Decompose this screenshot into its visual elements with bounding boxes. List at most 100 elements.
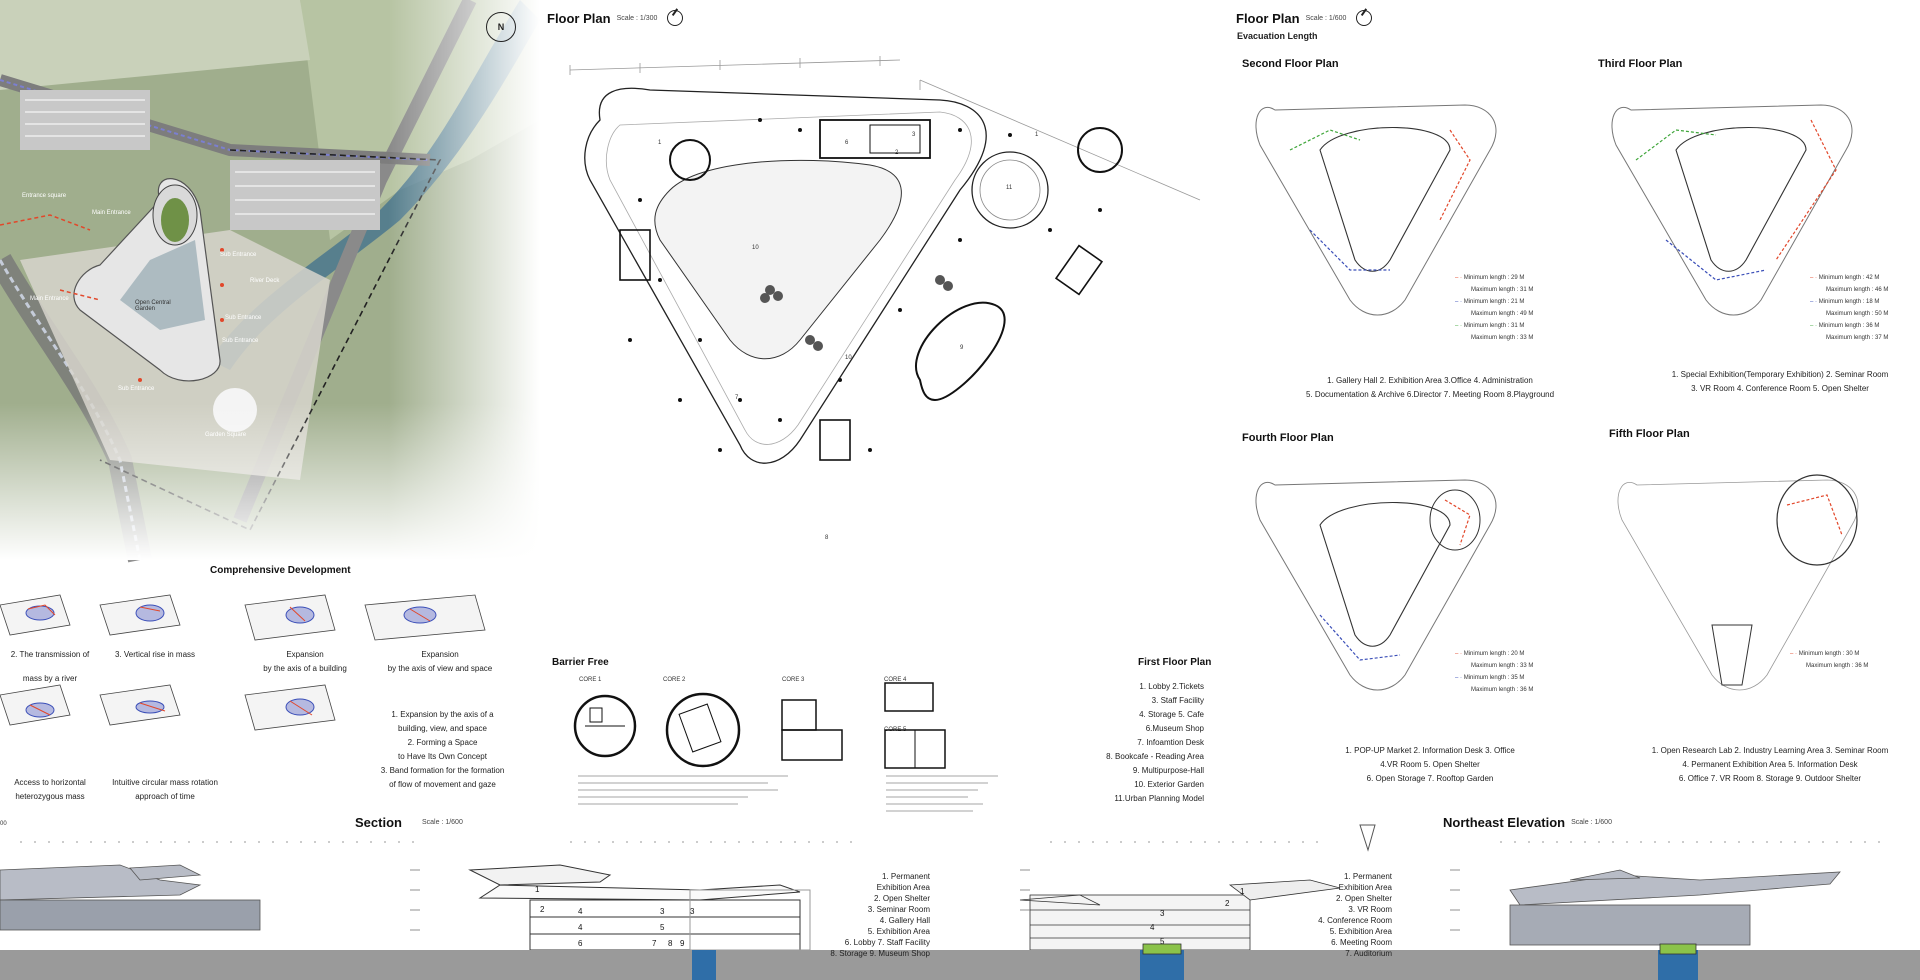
first-floor-legend: 1. Lobby 2.Tickets 3. Staff Facility 4. … xyxy=(1080,680,1204,806)
fifth-floor-drawing xyxy=(1617,474,1859,691)
room-number: 9 xyxy=(960,345,964,351)
caption-line: 1. Expansion by the axis of a xyxy=(391,710,494,719)
room-number: 8 xyxy=(825,535,829,541)
svg-text:4: 4 xyxy=(1150,923,1155,932)
elevation-title: Northeast Elevation xyxy=(1443,815,1566,830)
caption-line: approach of time xyxy=(135,792,195,801)
ground-floor-drawing xyxy=(569,56,1201,464)
section-legend: 1. Permanent Exhibition Area 2. Open She… xyxy=(820,871,930,959)
scale-label: Scale : 1/600 xyxy=(1305,14,1347,22)
legend-item: Maximum length : 37 M xyxy=(1826,335,1889,341)
legend-item: Maximum length : 36 M xyxy=(1471,687,1534,693)
legend-item: 5. Exhibition Area xyxy=(1329,927,1392,936)
svg-text:7: 7 xyxy=(652,939,657,948)
room-number: 10 xyxy=(845,355,852,361)
third-floor-caption: 1. Special Exhibition(Temporary Exhibiti… xyxy=(1640,368,1920,396)
caption-line: 1. Open Research Lab 2. Industry Learnin… xyxy=(1651,746,1889,755)
legend-item: 7. Infoamtion Desk xyxy=(1137,738,1204,747)
evac-legend: – · Minimum length : 20 M Maximum length… xyxy=(1455,648,1533,696)
legend-item: 8. Bookcafe - Reading Area xyxy=(1106,752,1204,761)
fourth-floor-caption: 1. POP-UP Market 2. Information Desk 3. … xyxy=(1310,744,1550,786)
caption-line: 5. Documentation & Archive 6.Director 7.… xyxy=(1305,390,1555,399)
legend-item: Minimum length : 36 M xyxy=(1818,323,1880,329)
legend-item: 11.Urban Planning Model xyxy=(1114,794,1204,803)
room-number: 3 xyxy=(912,132,916,138)
svg-text:5: 5 xyxy=(660,923,665,932)
legend-item: 6.Museum Shop xyxy=(1145,724,1204,733)
legend-item: 7. Auditorium xyxy=(1345,949,1392,958)
site-label: Entrance square xyxy=(22,193,67,199)
svg-text:5: 5 xyxy=(1160,937,1165,946)
barrier-free-title: Barrier Free xyxy=(552,657,609,668)
page-title: Floor Plan xyxy=(1236,10,1300,26)
caption-line: 3. VR Room 4. Conference Room 5. Open Sh… xyxy=(1691,384,1869,393)
legend-item: Minimum length : 21 M xyxy=(1463,299,1525,305)
development-caption: Expansion by the axis of view and space xyxy=(380,648,500,676)
fourth-floor-title: Fourth Floor Plan xyxy=(1242,432,1334,444)
core-label: CORE 3 xyxy=(782,677,805,683)
section-left-cut: 00 xyxy=(0,821,7,827)
evacuation-header: Floor Plan Scale : 1/600 xyxy=(1236,10,1373,26)
site-plan: Entrance square Main Entrance Sub Entran… xyxy=(0,0,540,563)
site-plan-graphic xyxy=(0,0,540,563)
evac-legend: – · Minimum length : 29 M Maximum length… xyxy=(1455,272,1533,344)
caption-line: 3. Band formation for the formation xyxy=(380,766,505,775)
evac-legend: – · Minimum length : 42 M Maximum length… xyxy=(1810,272,1888,344)
core-label: CORE 4 xyxy=(884,677,907,683)
development-caption: 2. The transmission of mass by a river xyxy=(0,648,100,686)
legend-item: 1. Lobby 2.Tickets xyxy=(1139,682,1204,691)
evac-legend: – · Minimum length : 30 M Maximum length… xyxy=(1790,648,1868,672)
development-caption: Intuitive circular mass rotation approac… xyxy=(95,776,235,804)
site-label: Sub Entrance xyxy=(222,338,259,344)
fifth-floor-title: Fifth Floor Plan xyxy=(1609,428,1690,440)
scale-label: Scale : 1/600 xyxy=(1571,819,1612,826)
compass-icon xyxy=(1356,10,1373,26)
compass-icon xyxy=(667,10,684,26)
svg-text:9: 9 xyxy=(680,939,685,948)
svg-text:1: 1 xyxy=(1240,887,1245,896)
legend-item: 1. Permanent xyxy=(1343,872,1392,881)
page-title: Floor Plan xyxy=(547,10,611,26)
svg-text:1: 1 xyxy=(535,885,540,894)
legend-item: 4. Storage 5. Cafe xyxy=(1139,710,1204,719)
north-arrow-icon: N xyxy=(497,22,505,32)
development-caption: 3. Vertical rise in mass xyxy=(105,648,205,662)
ground-floor-plan: 1 1 2 3 6 11 10 10 9 7 8 xyxy=(540,40,1240,600)
room-number: 7 xyxy=(735,395,739,401)
legend-item: 2. Open Shelter xyxy=(1335,894,1392,903)
caption-line: mass by a river xyxy=(22,674,78,683)
development-caption: Expansion by the axis of a building xyxy=(255,648,355,676)
barrier-notes xyxy=(578,772,798,773)
svg-text:2: 2 xyxy=(540,905,545,914)
site-label: River Deck xyxy=(250,278,280,284)
ground-floor-header: Floor Plan Scale : 1/300 xyxy=(547,10,684,26)
room-number: 1 xyxy=(1035,132,1039,138)
legend-item: 3. Seminar Room xyxy=(867,905,930,914)
legend-item: 4. Conference Room xyxy=(1318,916,1392,925)
legend-item: 1. Permanent xyxy=(881,872,930,881)
section-header: Section Scale : 1/600 xyxy=(355,815,463,830)
core-label: CORE 2 xyxy=(663,677,686,683)
development-diagrams xyxy=(0,594,486,731)
legend-item: Exhibition Area xyxy=(1338,883,1392,892)
caption-line: to Have Its Own Concept xyxy=(398,752,487,761)
caption-line: 3. Vertical rise in mass xyxy=(114,650,196,659)
svg-text:8: 8 xyxy=(668,939,673,948)
legend-item: 3. VR Room xyxy=(1348,905,1392,914)
section-title: Section xyxy=(355,815,402,830)
legend-item: 5. Exhibition Area xyxy=(867,927,930,936)
legend-item: Minimum length : 20 M xyxy=(1463,651,1525,657)
scale-label: Scale : 1/300 xyxy=(616,14,658,22)
second-floor-drawing xyxy=(1255,104,1497,316)
north-arrow: N xyxy=(486,12,516,42)
room-number: 1 xyxy=(658,140,662,146)
third-floor-drawing xyxy=(1611,104,1853,316)
caption-line: building, view, and space xyxy=(398,724,487,733)
caption-line: of flow of movement and gaze xyxy=(389,780,496,789)
barrier-notes-lines xyxy=(578,775,998,812)
third-floor-title: Third Floor Plan xyxy=(1598,58,1683,70)
caption-line: 2. The transmission of xyxy=(10,650,90,659)
legend-item: 9. Multipurpose-Hall xyxy=(1132,766,1204,775)
site-label: Sub Entrance xyxy=(225,315,262,321)
